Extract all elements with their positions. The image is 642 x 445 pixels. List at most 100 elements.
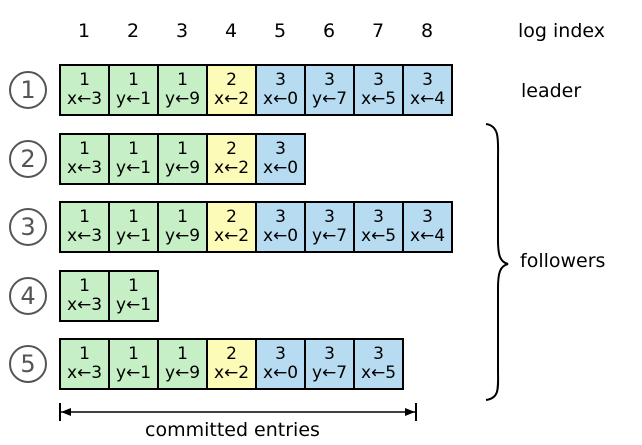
log-index-6: 6 xyxy=(322,20,336,42)
entry-term: 3 xyxy=(275,344,286,364)
entry-term: 1 xyxy=(128,207,139,227)
server-3-marker: 3 xyxy=(9,208,47,246)
followers-label: followers xyxy=(520,250,606,272)
log-index-5: 5 xyxy=(273,20,287,42)
entry-term: 1 xyxy=(79,344,90,364)
entry-term: 3 xyxy=(422,70,433,90)
entry-term: 1 xyxy=(128,139,139,159)
entry-command: x←4 xyxy=(409,89,446,109)
entry-term: 3 xyxy=(324,344,335,364)
entry-command: y←7 xyxy=(311,363,348,383)
entry-term: 1 xyxy=(128,276,139,296)
log-index-1: 1 xyxy=(77,20,91,42)
entry-term: 2 xyxy=(226,139,237,159)
entry-command: x←3 xyxy=(66,363,103,383)
entry-command: x←0 xyxy=(262,226,299,246)
log-index-8: 8 xyxy=(420,20,434,42)
entry-command: x←3 xyxy=(66,226,103,246)
entry-command: y←7 xyxy=(311,89,348,109)
entry-term: 1 xyxy=(79,276,90,296)
entry-command: x←0 xyxy=(262,89,299,109)
entry-term: 3 xyxy=(324,70,335,90)
entry-term: 3 xyxy=(422,207,433,227)
entry-command: y←9 xyxy=(164,363,201,383)
entry-command: x←2 xyxy=(213,226,250,246)
log-index-7: 7 xyxy=(371,20,385,42)
entry-term: 3 xyxy=(275,207,286,227)
log-index-4: 4 xyxy=(224,20,238,42)
entry-term: 1 xyxy=(177,70,188,90)
entry-command: y←1 xyxy=(115,363,152,383)
entry-term: 1 xyxy=(177,344,188,364)
entry-term: 1 xyxy=(177,139,188,159)
entry-command: y←1 xyxy=(115,89,152,109)
entry-command: x←5 xyxy=(360,226,397,246)
entry-command: x←3 xyxy=(66,89,103,109)
entry-command: x←3 xyxy=(66,158,103,178)
entry-command: x←4 xyxy=(409,226,446,246)
entry-command: x←0 xyxy=(262,158,299,178)
entry-term: 1 xyxy=(79,207,90,227)
entry-command: x←5 xyxy=(360,363,397,383)
entry-term: 1 xyxy=(79,70,90,90)
entry-command: y←1 xyxy=(115,158,152,178)
entry-term: 1 xyxy=(128,70,139,90)
entry-term: 3 xyxy=(373,344,384,364)
entry-command: y←9 xyxy=(164,89,201,109)
entry-command: y←1 xyxy=(115,295,152,315)
entry-term: 3 xyxy=(275,70,286,90)
entry-command: y←9 xyxy=(164,158,201,178)
server-5-marker: 5 xyxy=(9,345,47,383)
entry-command: x←2 xyxy=(213,363,250,383)
entry-term: 2 xyxy=(226,344,237,364)
entry-term: 3 xyxy=(373,207,384,227)
entry-command: x←0 xyxy=(262,363,299,383)
entry-term: 3 xyxy=(275,139,286,159)
entry-term: 1 xyxy=(79,139,90,159)
entry-command: y←7 xyxy=(311,226,348,246)
entry-term: 1 xyxy=(128,344,139,364)
log-index-label: log index xyxy=(518,20,605,42)
entry-term: 2 xyxy=(226,207,237,227)
entry-term: 3 xyxy=(324,207,335,227)
entry-term: 3 xyxy=(373,70,384,90)
server-1-marker: 1 xyxy=(9,71,47,109)
entry-term: 1 xyxy=(177,207,188,227)
committed-range-arrow xyxy=(59,403,417,421)
